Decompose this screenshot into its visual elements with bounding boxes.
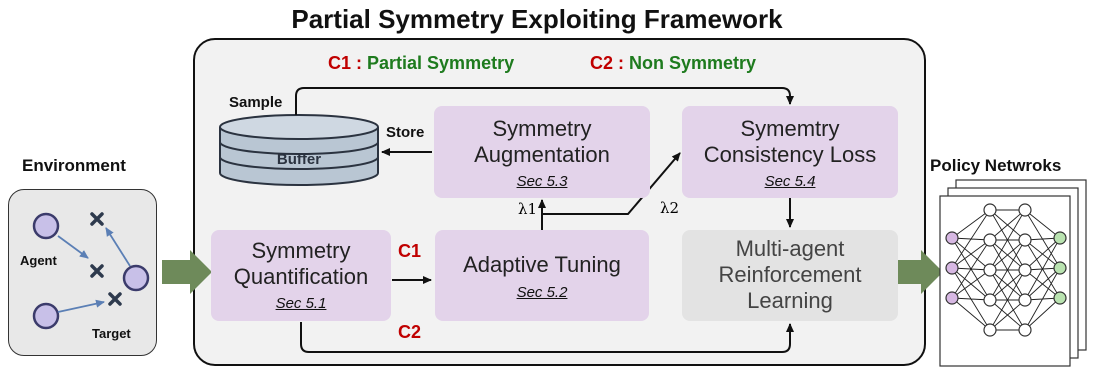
- marl-box: Multi-agent Reinforcement Learning: [682, 230, 898, 321]
- c1-text: Partial Symmetry: [367, 53, 515, 73]
- framework-to-policy-arrow: [893, 250, 943, 294]
- marl-line3: Learning: [747, 288, 833, 313]
- symmetry-quantification-line1: Symmetry: [251, 238, 351, 263]
- env-to-framework-arrow: [162, 250, 212, 294]
- adaptive-tuning-line1: Adaptive Tuning: [463, 252, 621, 277]
- symmetry-consistency-line2: Consistency Loss: [703, 142, 877, 167]
- buffer-label: Buffer: [276, 151, 322, 168]
- agent-icon-2: [32, 302, 60, 330]
- marl-line2: Reinforcement: [718, 262, 862, 287]
- condition-c1-legend: C1 : Partial Symmetry: [328, 53, 514, 74]
- symmetry-quantification-line2: Quantification: [233, 264, 369, 289]
- agent-icon-1: [32, 212, 60, 240]
- symmetry-quantification-sec: Sec 5.1: [275, 295, 327, 312]
- diagram-title: Partial Symmetry Exploiting Framework: [291, 4, 783, 34]
- environment-label: Environment: [22, 156, 126, 175]
- c2-text: Non Symmetry: [629, 53, 757, 73]
- symmetry-consistency-sec: Sec 5.4: [764, 173, 816, 190]
- symmetry-consistency-box: Symemtry Consistency Loss Sec 5.4: [682, 106, 898, 198]
- symmetry-augmentation-line1: Symmetry: [492, 116, 592, 141]
- policy-networks-label: Policy Netwroks: [930, 156, 1062, 175]
- symmetry-consistency-line1: Symemtry: [740, 116, 840, 141]
- lambda2-label: λ2: [660, 199, 680, 217]
- c2-prefix: C2 :: [590, 53, 630, 73]
- buffer-icon: [219, 114, 379, 186]
- symmetry-augmentation-sec: Sec 5.3: [516, 173, 568, 190]
- c1-prefix: C1 :: [328, 53, 368, 73]
- target-label: Target: [92, 326, 131, 341]
- agent-icon-3: [122, 264, 150, 292]
- environment-scene: [32, 212, 150, 330]
- adaptive-tuning-sec: Sec 5.2: [516, 284, 568, 301]
- lambda1-label: λ1: [518, 200, 538, 218]
- store-label: Store: [386, 124, 425, 141]
- symmetry-augmentation-box: Symmetry Augmentation Sec 5.3: [434, 106, 650, 198]
- target-icons: [90, 212, 122, 306]
- sample-label: Sample: [229, 94, 283, 111]
- adaptive-tuning-box: Adaptive Tuning Sec 5.2: [435, 230, 649, 321]
- sample-arrow: [295, 87, 794, 115]
- c2-edge-label: C2: [398, 322, 422, 342]
- marl-line1: Multi-agent: [735, 236, 845, 261]
- c1-edge-label: C1: [398, 241, 422, 261]
- lambda2-arrow: [542, 152, 681, 215]
- agent-label: Agent: [20, 253, 57, 268]
- symmetry-quantification-box: Symmetry Quantification Sec 5.1: [211, 230, 391, 321]
- policy-network-icon: [939, 179, 1087, 367]
- symmetry-augmentation-line2: Augmentation: [474, 142, 610, 167]
- c2-arrow: [300, 322, 794, 353]
- condition-c2-legend: C2 : Non Symmetry: [590, 53, 756, 74]
